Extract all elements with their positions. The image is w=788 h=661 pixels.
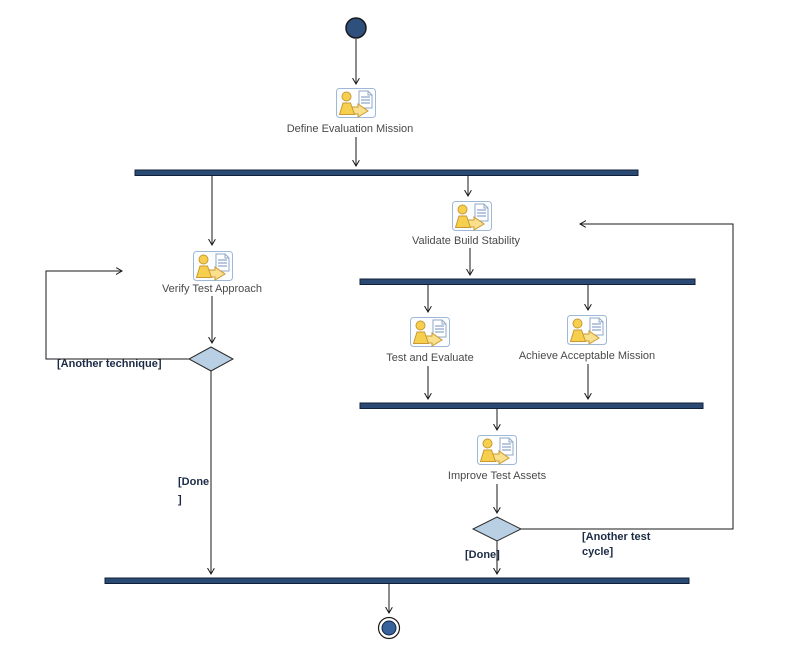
activity-icon-improve xyxy=(477,435,517,465)
activity-icon-define xyxy=(336,88,376,118)
decision-diamond-test-cycle xyxy=(471,516,523,542)
activity-icon-verify xyxy=(193,251,233,281)
edge-decision2-loop-another-test-cycle xyxy=(521,224,734,530)
label-validate-build-stability: Validate Build Stability xyxy=(411,235,521,247)
edge-decision1-loop-another-technique xyxy=(45,271,189,360)
guard-another-test-cycle: [Another test cycle] xyxy=(582,531,651,558)
activity-icon-test-evaluate xyxy=(410,317,450,347)
guard-another-technique: [Another technique] xyxy=(57,358,162,370)
activity-icon-achieve xyxy=(567,315,607,345)
label-define-evaluation-mission: Define Evaluation Mission xyxy=(286,123,414,135)
guard-done-right: [Done] xyxy=(465,549,500,561)
initial-node xyxy=(345,17,367,39)
join-bar-inner xyxy=(359,402,704,409)
label-improve-test-assets: Improve Test Assets xyxy=(447,470,547,482)
decision-diamond-verify xyxy=(187,346,235,372)
final-node xyxy=(381,620,397,636)
activity-icon-validate xyxy=(452,201,492,231)
fork-bar-inner xyxy=(359,278,696,285)
label-achieve-acceptable-mission: Achieve Acceptable Mission xyxy=(518,350,656,362)
label-test-and-evaluate: Test and Evaluate xyxy=(386,352,474,364)
label-verify-test-approach: Verify Test Approach xyxy=(161,283,263,295)
guard-done-left: [Done ] xyxy=(178,476,210,506)
join-bar-bottom xyxy=(104,577,690,584)
fork-bar-top xyxy=(134,169,639,176)
